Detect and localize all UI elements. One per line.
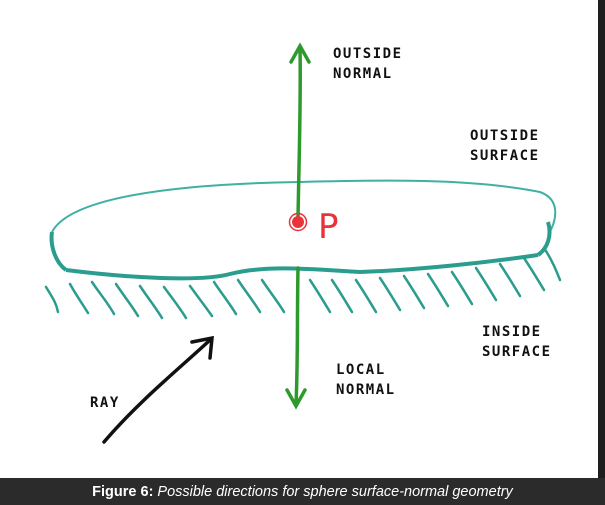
caption-label: Figure 6: [92,483,154,500]
surface-left-edge [49,231,68,272]
surface-hatching [44,246,562,320]
outside-surface-outline [51,179,557,236]
caption-text: Possible directions for sphere surface-n… [157,483,513,500]
right-edge-bar [598,0,605,478]
local-normal-arrowhead [285,388,307,410]
point-p-label: P [318,207,339,247]
local-normal-arrow [294,266,300,406]
surface-right-edge [536,221,552,257]
point-p: P [288,207,339,247]
ray-label: RAY [90,395,120,411]
point-p-dot [292,216,304,228]
ray-arrow [102,335,214,444]
figure-caption: Figure 6: Possible directions for sphere… [0,478,605,505]
outside-normal-arrow [296,46,303,220]
outside-normal-arrowhead [289,42,311,64]
inside-surface-line [65,253,539,281]
normal-arrows [285,42,311,410]
